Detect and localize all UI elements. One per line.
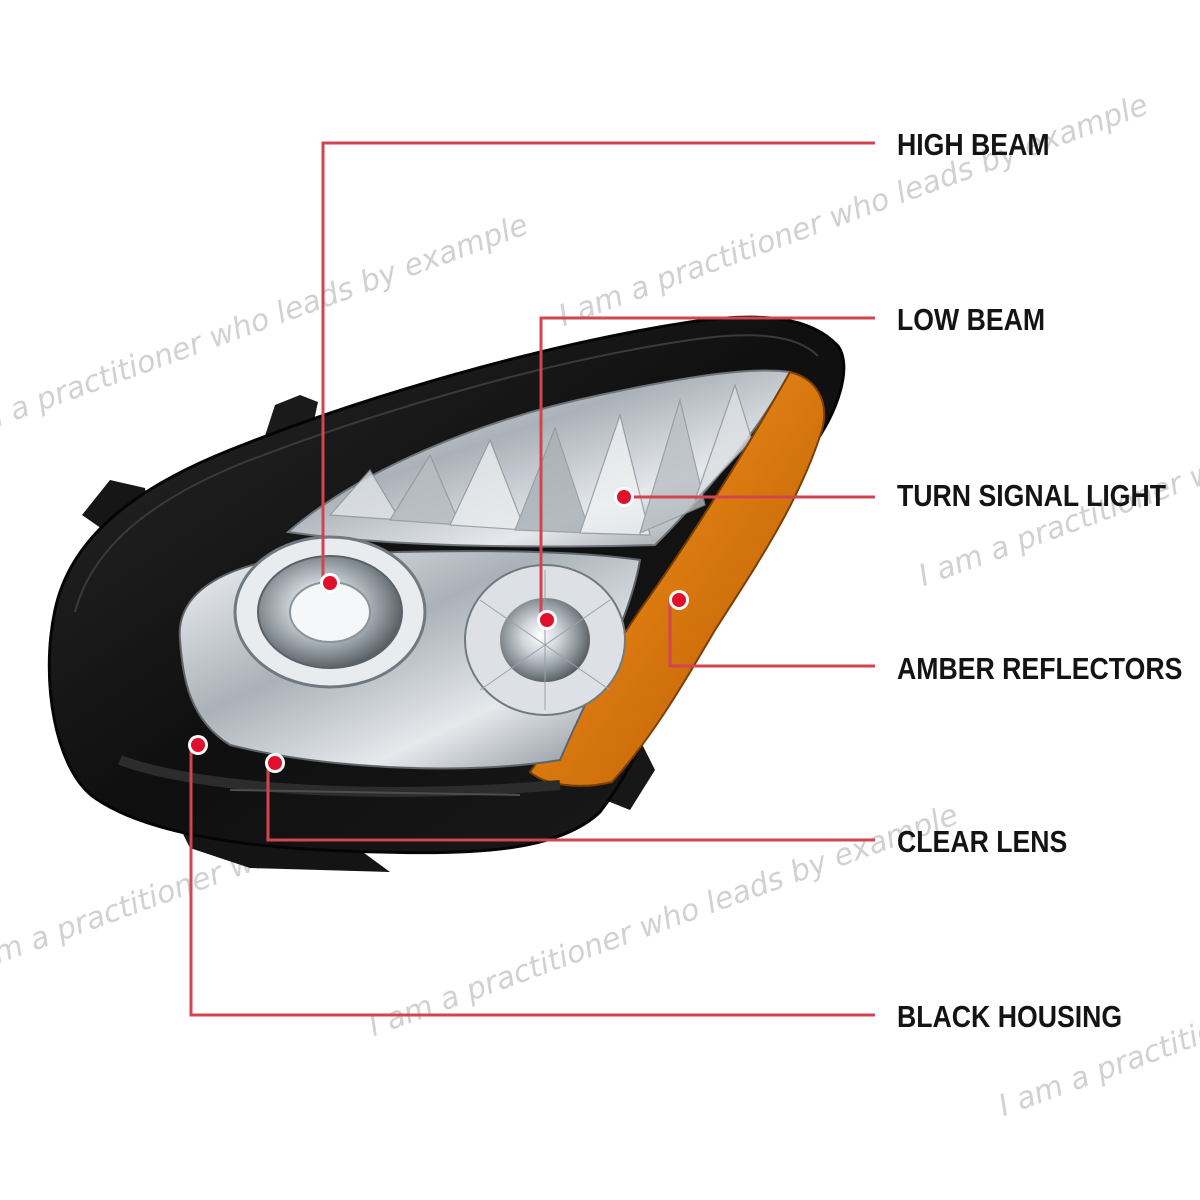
- callout-line-black-housing: [189, 743, 875, 1017]
- callout-line-clear-lens: [266, 761, 875, 842]
- callout-dot-amber-reflectors: [669, 590, 689, 610]
- high-beam-projector: [233, 535, 427, 689]
- callout-dot-high-beam: [320, 573, 340, 593]
- callout-dot-turn-signal: [614, 487, 634, 507]
- callout-line-high-beam: [321, 141, 875, 585]
- callout-line-amber-reflectors: [668, 598, 875, 668]
- callout-dot-clear-lens: [265, 753, 285, 773]
- label-amber-reflectors: AMBER REFLECTORS: [897, 651, 1183, 686]
- callout-dot-black-housing: [188, 735, 208, 755]
- label-low-beam: LOW BEAM: [897, 302, 1046, 337]
- label-turn-signal-light: TURN SIGNAL LIGHT: [897, 478, 1167, 513]
- label-high-beam: HIGH BEAM: [897, 127, 1050, 162]
- low-beam-reflector: [464, 564, 626, 716]
- label-clear-lens: CLEAR LENS: [897, 824, 1068, 859]
- label-black-housing: BLACK HOUSING: [897, 999, 1123, 1034]
- callout-line-low-beam: [539, 316, 875, 622]
- callout-dot-low-beam: [537, 610, 557, 630]
